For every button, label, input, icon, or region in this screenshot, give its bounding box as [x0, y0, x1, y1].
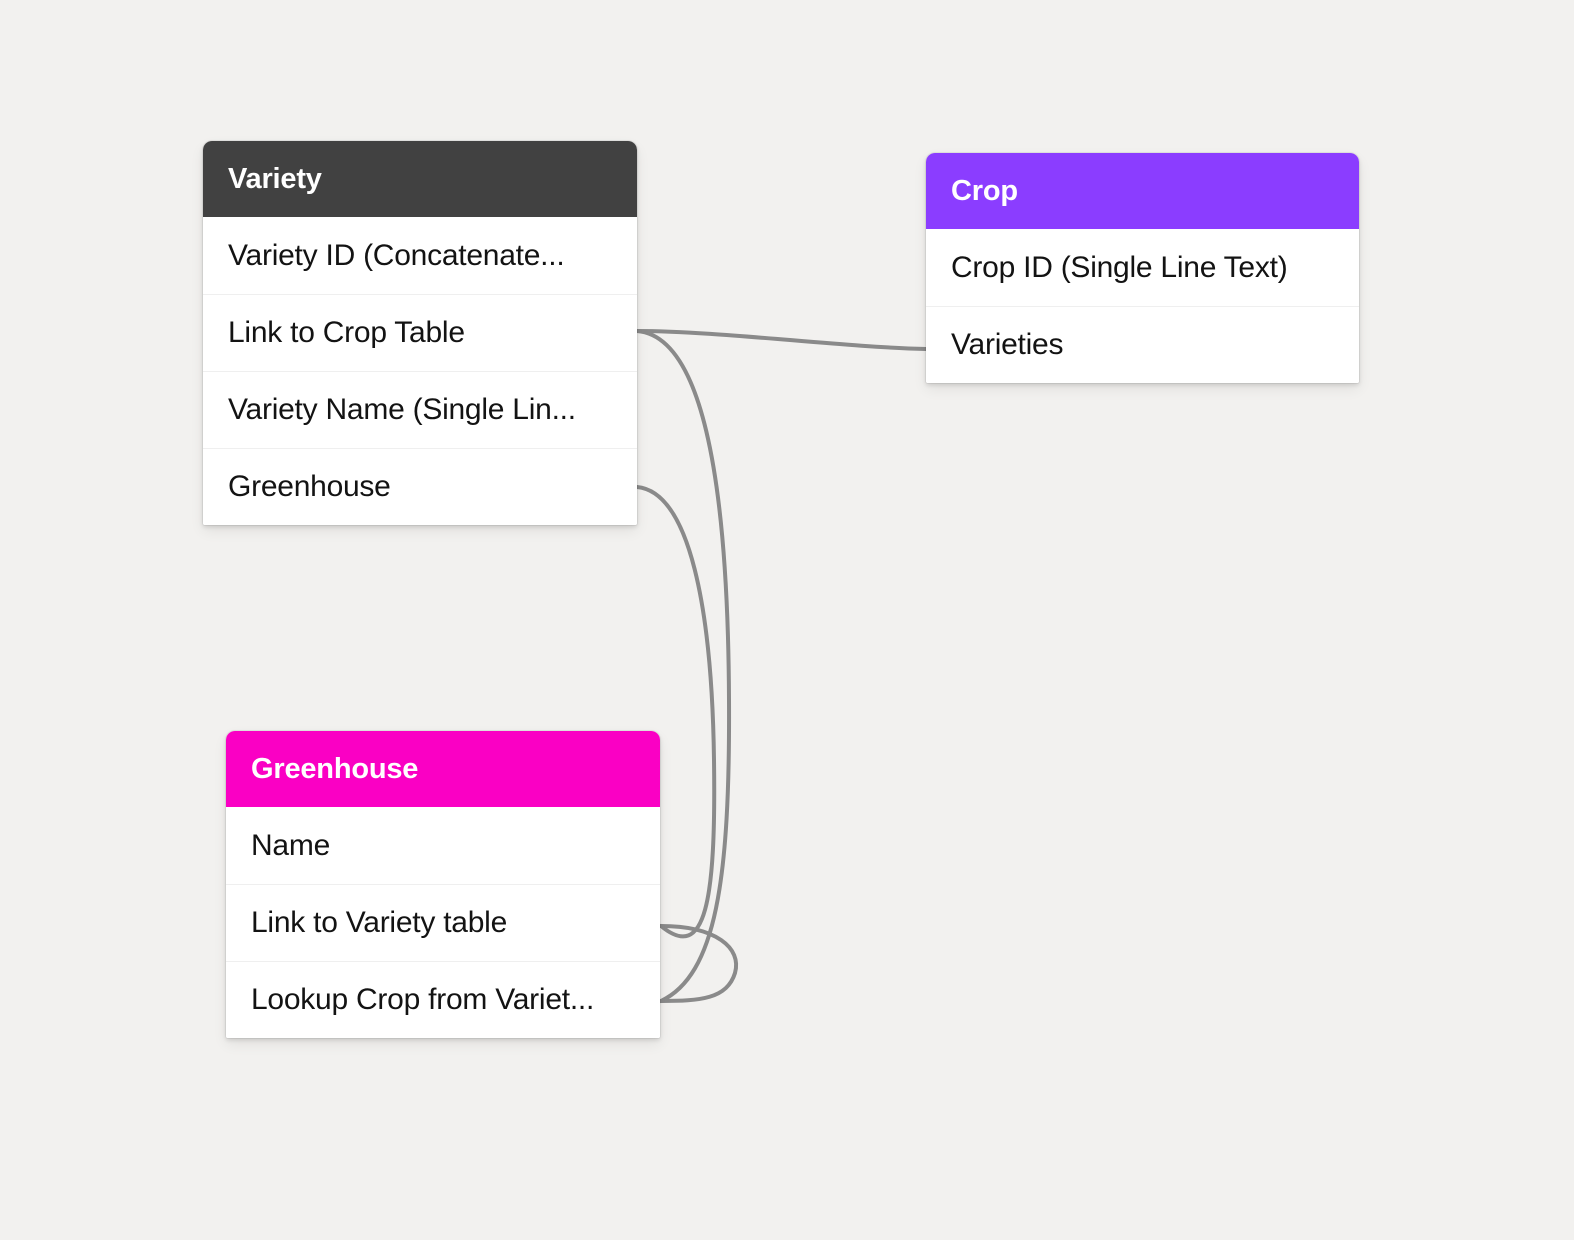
- entity-card-variety[interactable]: Variety Variety ID (Concatenate... Link …: [203, 141, 637, 525]
- entity-title-crop: Crop: [951, 174, 1018, 207]
- field-row[interactable]: Name: [251, 828, 331, 862]
- connector-variety-crop: [635, 329, 928, 351]
- entity-header-greenhouse[interactable]: Greenhouse: [226, 731, 660, 807]
- entity-field-list-greenhouse: Name Link to Variety table Lookup Crop f…: [226, 807, 660, 1038]
- entity-header-variety[interactable]: Variety: [203, 141, 637, 217]
- entity-card-greenhouse[interactable]: Greenhouse Name Link to Variety table Lo…: [226, 731, 660, 1038]
- entity-field-list-variety: Variety ID (Concatenate... Link to Crop …: [203, 217, 637, 525]
- field-row[interactable]: Variety Name (Single Lin...: [203, 371, 637, 448]
- connector-greenhouse-self-loop: [659, 924, 739, 1003]
- entity-title-greenhouse: Greenhouse: [251, 752, 419, 785]
- field-row[interactable]: Varieties: [926, 306, 1359, 383]
- entity-card-crop[interactable]: Crop Crop ID (Single Line Text) Varietie…: [926, 153, 1359, 383]
- entity-field-list-crop: Crop ID (Single Line Text) Varieties: [926, 229, 1359, 383]
- entity-header-crop[interactable]: Crop: [926, 153, 1359, 229]
- field-row[interactable]: Variety ID (Concatenate...: [228, 238, 565, 272]
- field-row[interactable]: Link to Crop Table: [203, 294, 637, 371]
- field-row[interactable]: Greenhouse: [203, 448, 637, 525]
- field-row[interactable]: Lookup Crop from Variet...: [226, 961, 660, 1038]
- field-row[interactable]: Link to Variety table: [226, 884, 660, 961]
- entity-title-variety: Variety: [228, 162, 322, 195]
- field-row[interactable]: Crop ID (Single Line Text): [951, 250, 1288, 284]
